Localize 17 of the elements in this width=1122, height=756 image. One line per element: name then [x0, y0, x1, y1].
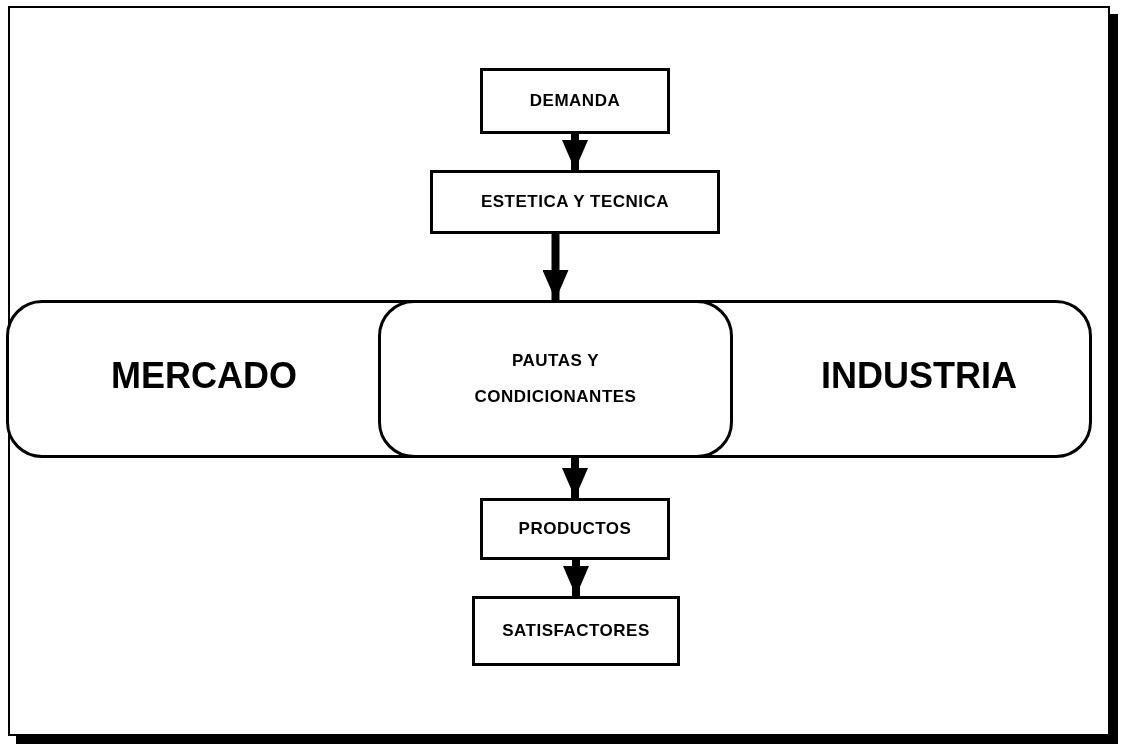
rounded-box	[378, 300, 733, 458]
arrow	[562, 458, 588, 498]
arrow	[562, 134, 588, 170]
node-label: DEMANDA	[529, 91, 621, 111]
node-label: INDUSTRIA	[820, 355, 1018, 397]
process-box	[480, 68, 670, 134]
process-box	[472, 596, 680, 666]
arrow	[563, 560, 589, 596]
node-label: ESTETICA Y TECNICA	[480, 192, 670, 212]
process-box	[430, 170, 720, 234]
rounded-band	[6, 300, 1092, 458]
node-label: PRODUCTOS	[518, 519, 632, 539]
node-label: SATISFACTORES	[502, 621, 650, 641]
arrow	[542, 234, 569, 300]
process-box	[480, 498, 670, 560]
node-label: PAUTAS Y CONDICIONANTES	[473, 350, 638, 408]
node-label: MERCADO	[110, 355, 298, 397]
